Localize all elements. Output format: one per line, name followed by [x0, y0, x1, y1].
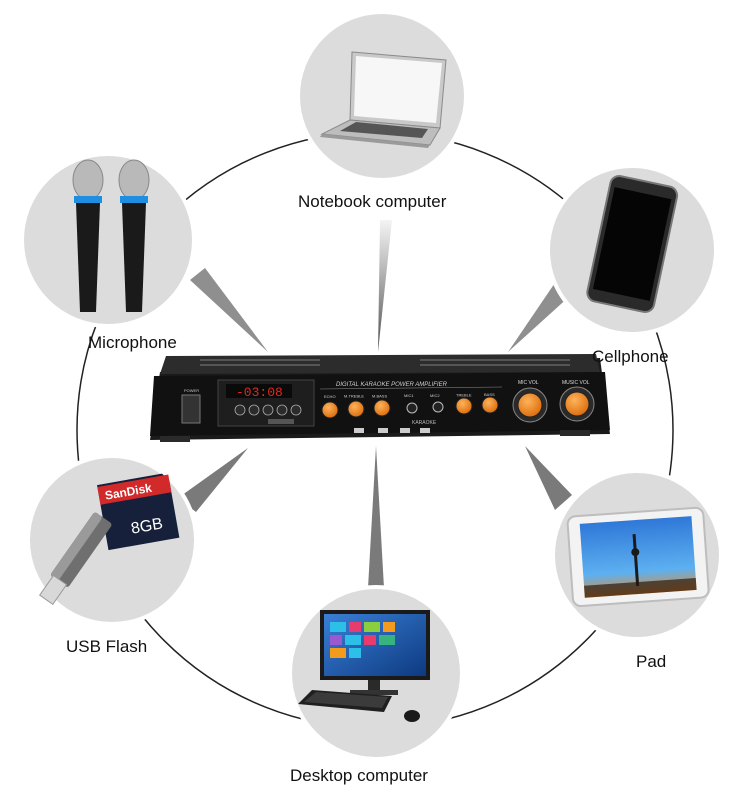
notebook-label: Notebook computer	[298, 192, 447, 211]
laptop-icon	[320, 51, 447, 148]
panel-title: DIGITAL KARAOKE POWER AMPLIFIER	[336, 382, 448, 388]
tablet-icon	[566, 506, 710, 608]
mic-vol-label: MIC VOL	[518, 380, 539, 386]
cellphone-node	[546, 164, 718, 336]
beam-notebook	[378, 220, 392, 352]
knob-label-6: BASS	[484, 392, 495, 397]
display-readout: -03:08	[236, 385, 283, 400]
knob-label-5: TREBLE	[456, 393, 472, 398]
karaoke-label: KARAOKE	[412, 420, 437, 426]
desktop-computer-label: Desktop computer	[290, 766, 428, 785]
microphone-label: Microphone	[88, 333, 177, 352]
sd-card-and-usb-reader-icon: SanDisk 8GB	[38, 473, 180, 606]
beam-usb	[178, 448, 248, 512]
sd-card-capacity: 8GB	[130, 515, 164, 537]
knob-label-3: MIC1	[404, 393, 414, 398]
beam-desktop	[368, 446, 384, 588]
beam-pad	[525, 446, 572, 510]
microphone-node	[20, 152, 196, 328]
pad-label: Pad	[636, 652, 667, 671]
notebook-node	[296, 10, 468, 182]
knob-label-4: MIC2	[430, 393, 440, 398]
beam-microphone	[190, 268, 268, 352]
cellphone-label: Cellphone	[592, 347, 669, 366]
pad-node	[551, 469, 723, 641]
smartphone-icon	[586, 175, 679, 314]
karaoke-power-amplifier-icon: POWER -03:08 DIGITAL KARAOKE POWER AMPLI…	[150, 354, 610, 442]
usb-flash-label: USB Flash	[66, 637, 148, 656]
microphone-circle	[20, 152, 196, 328]
desktop-computer-icon	[298, 610, 430, 722]
usb-node: SanDisk 8GB	[26, 454, 198, 626]
music-vol-label: MUSIC VOL	[562, 380, 590, 386]
knob-label-0: ECHO	[324, 394, 336, 399]
desktop-node	[288, 585, 464, 761]
small-knobs	[321, 396, 499, 419]
wireless-microphones-icon	[72, 159, 150, 312]
knob-label-2: M.BASS	[372, 393, 387, 398]
knob-label-1: M.TREBLE	[344, 394, 364, 399]
power-label: POWER	[184, 388, 199, 393]
